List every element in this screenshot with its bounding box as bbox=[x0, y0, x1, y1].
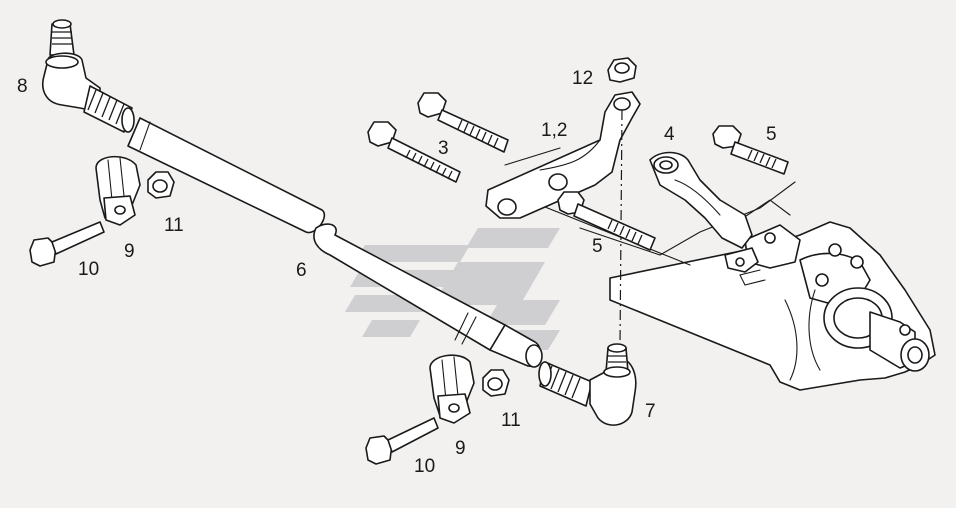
callout-3: 3 bbox=[438, 138, 449, 159]
callout-10-lower: 10 bbox=[414, 456, 435, 477]
axis-line bbox=[619, 109, 623, 346]
clamp-9-upper bbox=[95, 155, 141, 226]
callout-11-upper: 11 bbox=[164, 215, 184, 236]
guide-line bbox=[504, 147, 561, 166]
nut-11-lower bbox=[482, 369, 510, 397]
callout-9-upper: 9 bbox=[124, 241, 135, 262]
callout-6: 6 bbox=[296, 260, 307, 281]
callout-11-lower: 11 bbox=[501, 410, 521, 431]
guide-line bbox=[739, 199, 791, 221]
bolt-5-upper bbox=[712, 125, 789, 175]
bolt-10-upper bbox=[29, 221, 105, 267]
pitman-arm-4 bbox=[649, 151, 753, 249]
nut-11-upper bbox=[147, 171, 175, 199]
callout-7: 7 bbox=[645, 401, 656, 422]
callout-4: 4 bbox=[664, 124, 675, 145]
callout-10-upper: 10 bbox=[78, 259, 99, 280]
steering-arm-part bbox=[485, 91, 641, 219]
castle-nut-12 bbox=[607, 57, 637, 83]
clamp-9-lower bbox=[429, 354, 475, 424]
callout-12: 12 bbox=[572, 68, 593, 89]
bolt-5-lower bbox=[557, 191, 656, 251]
guide-line-5 bbox=[579, 181, 796, 256]
callout-8: 8 bbox=[17, 76, 28, 97]
steering-box-housing bbox=[609, 221, 936, 391]
callout-5-upper: 5 bbox=[766, 124, 777, 145]
bolt-10-lower bbox=[365, 417, 439, 465]
tie-rod-end-8 bbox=[42, 19, 135, 133]
callout-5-lower: 5 bbox=[592, 236, 603, 257]
bolt-3 bbox=[367, 121, 461, 183]
callout-9-lower: 9 bbox=[455, 438, 466, 459]
bolt-upper bbox=[417, 92, 509, 153]
callout-1-2: 1,2 bbox=[541, 120, 567, 141]
tie-rod-tube-6 bbox=[127, 117, 543, 368]
watermark-logo bbox=[345, 228, 560, 350]
tie-rod-end-7 bbox=[538, 343, 637, 426]
